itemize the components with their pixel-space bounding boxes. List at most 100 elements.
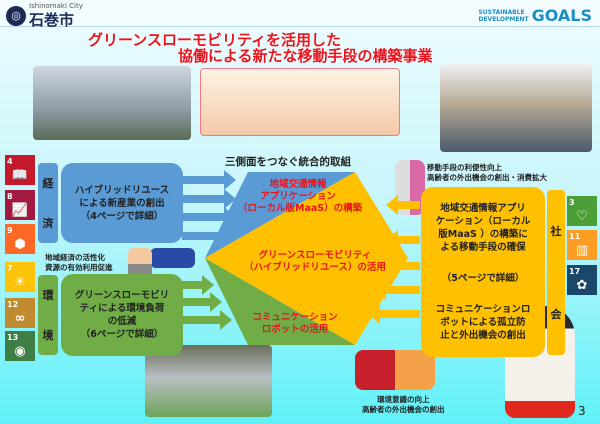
society-box: 地域交通情報アプリケーション（ローカル版MaaS ）の構築による移動手段の確保 … (421, 187, 545, 357)
label-char: 経 (42, 177, 54, 190)
community-illustration (200, 68, 400, 136)
hex-mid-line: （ハイブリッドリユース）の活用 (244, 262, 386, 273)
city-name-en: Ishinomaki City (29, 2, 83, 10)
economy-label: 経済 (38, 163, 58, 243)
sdg-goal-12-icon: 12 ∞ (5, 298, 35, 328)
sdg-goal-9-icon: 9⬢ (5, 224, 35, 254)
box-line: コミュニケーションロ (435, 304, 531, 315)
caption-line: 高齢者の外出機会の創出・消費拡大 (427, 173, 547, 182)
sdg-number: 13 (7, 333, 19, 342)
taxi-illustration (150, 248, 195, 268)
sdg-goal-13-icon: 13 ◉ (5, 331, 35, 361)
hex-top-line: アプリケーション (260, 191, 336, 202)
hexagon-orange (205, 172, 408, 345)
sdg-goal-11-icon: 11 ▥ (567, 230, 597, 260)
hexagon-bottom-text: コミュニケーション ロボットの活用 (245, 312, 345, 336)
sdg-number: 12 (7, 300, 19, 309)
title-line-2: 協働による新たな移動手段の構築事業 (178, 47, 433, 65)
label-char: 境 (42, 329, 54, 342)
sdg-number: 17 (569, 267, 581, 276)
label-char: 済 (42, 217, 54, 230)
sdg-number: 4 (7, 157, 13, 166)
sdg-goal-17-icon: 17 ✿ (567, 265, 597, 295)
arrow-left (368, 304, 420, 324)
sdg-glyph: ♡ (576, 209, 588, 224)
hexagon-middle-text: グリーンスローモビリティ （ハイブリッドリユース）の活用 (225, 250, 405, 274)
center-heading: 三側面をつなぐ統合的取組 (225, 156, 351, 168)
hex-top-line: 地域交通情報 (269, 179, 327, 190)
environment-arrows (182, 275, 232, 330)
caption-line: 移動手段の利便性向上 (427, 163, 502, 172)
box-line: ハイブリッドリユース (74, 184, 170, 196)
caption-line: 地域経済の活性化 (45, 253, 105, 262)
arrow-right (182, 207, 236, 227)
economy-box: ハイブリッドリユースによる新産業の創出（4ページで詳細） (61, 163, 183, 243)
box-line: ボットによる孤立防 (440, 317, 526, 328)
sdg-goals: GOALS (531, 6, 592, 25)
sdg-number: 11 (569, 232, 581, 241)
caption-line: 高齢者の外出機会の創出 (362, 405, 445, 414)
title-line-1: グリーンスローモビリティを活用した (88, 31, 342, 49)
arrow-right (182, 275, 214, 295)
box-line: の低減 (107, 316, 137, 327)
hex-bottom-line: ロボットの活用 (261, 324, 329, 335)
economy-arrows (182, 170, 236, 246)
group-photo (440, 64, 592, 152)
box-ref: （5ページで詳細） (441, 273, 525, 284)
society-caption: 移動手段の利便性向上高齢者の外出機会の創出・消費拡大 (427, 163, 547, 183)
box-line: よる移動手段の確保 (440, 242, 526, 253)
label-char: 社 (550, 225, 562, 239)
city-name-jp: 石巻市 (29, 11, 75, 29)
vehicle-workshop-photo (33, 66, 191, 140)
sdg-glyph: 📈 (11, 203, 29, 218)
label-char: 環 (42, 289, 54, 302)
header-bar (0, 0, 600, 27)
box-line: （4ページで詳細） (80, 210, 164, 222)
sdg-glyph: ◉ (14, 344, 26, 359)
sdg-number: 7 (7, 264, 13, 273)
sdg-number: 3 (569, 198, 575, 207)
sdg-goal-3-icon: 3♡ (567, 196, 597, 226)
sdg-number: 8 (7, 192, 13, 201)
society-arrows (368, 195, 420, 324)
box-line: ティによる環境負荷 (79, 303, 165, 314)
page-number: 3 (578, 404, 586, 418)
sdg-glyph: ☀ (14, 275, 26, 290)
box-line: による新産業の創出 (79, 197, 165, 209)
box-line: 地域交通情報アプリ (440, 203, 526, 214)
arrow-right (182, 310, 232, 330)
society-label: 社会 (547, 190, 565, 355)
arrow-left (386, 230, 420, 250)
sdg-line1: SUSTAINABLE (478, 8, 525, 16)
hexagon-top-text: 地域交通情報 アプリケーション （ローカル版MaaS）の構築 (238, 179, 362, 215)
sdg-goal-8-icon: 8📈 (5, 190, 35, 220)
caption-line: 資源の有効利用促進 (45, 263, 113, 272)
sdg-glyph: ✿ (576, 278, 588, 293)
sdg-glyph: ∞ (14, 311, 26, 326)
box-line: 止と外出機会の創出 (440, 330, 526, 341)
caption-line: 環境意識の向上 (377, 395, 430, 404)
sdg-goal-7-icon: 7☀ (5, 262, 35, 292)
arrow-right (182, 292, 222, 312)
environment-caption: 環境意識の向上高齢者の外出機会の創出 (362, 395, 445, 415)
sdg-goal-4-icon: 4📖 (5, 155, 35, 185)
sdg-glyph: 📖 (11, 168, 29, 183)
box-line: 版MaaS ）の構築に (438, 229, 528, 240)
arrow-right (182, 189, 236, 209)
label-char: 会 (550, 307, 562, 321)
box-line: （6ページで詳細） (80, 329, 164, 340)
hex-bottom-line: コミュニケーション (252, 312, 338, 323)
arrow-left (374, 280, 420, 300)
sdg-glyph: ⬢ (14, 237, 26, 252)
sdg-glyph: ▥ (575, 243, 589, 258)
box-line: ケーション（ローカル (435, 216, 531, 227)
hex-mid-line: グリーンスローモビリティ (258, 250, 372, 261)
sdg-line2: DEVELOPMENT (478, 15, 529, 23)
city-emblem-icon: ◎ (6, 5, 26, 26)
arrow-right (182, 226, 236, 246)
environment-box: グリーンスローモビリティによる環境負荷の低減（6ページで詳細） (61, 274, 183, 356)
economy-caption: 地域経済の活性化資源の有効利用促進 (45, 253, 113, 273)
